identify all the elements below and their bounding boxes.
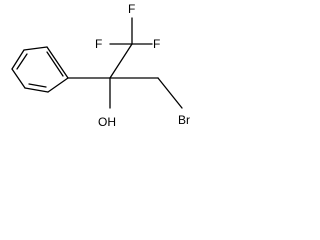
bond-quaternary-to-cf3 [109,43,133,79]
bond-ch2-to-br [157,77,183,109]
ring-bond [23,46,48,51]
atom-label-fluorine-top: F [128,2,135,16]
phenyl-ring [11,46,69,93]
ring-double-bond [28,83,47,88]
ring-bond [11,68,26,89]
ring-bond [11,49,25,70]
atom-label-fluorine-right: F [153,37,160,51]
ring-double-bond [46,51,64,77]
structural-formula: F F F OH Br [11,2,190,129]
ring-double-bond [16,53,28,70]
atom-label-fluorine-left: F [95,37,102,51]
ring-bond [47,77,69,93]
ring-bond [24,87,49,93]
atom-label-hydroxyl: OH [98,115,116,129]
ring-bond [46,46,69,79]
atom-label-bromine: Br [178,113,190,127]
